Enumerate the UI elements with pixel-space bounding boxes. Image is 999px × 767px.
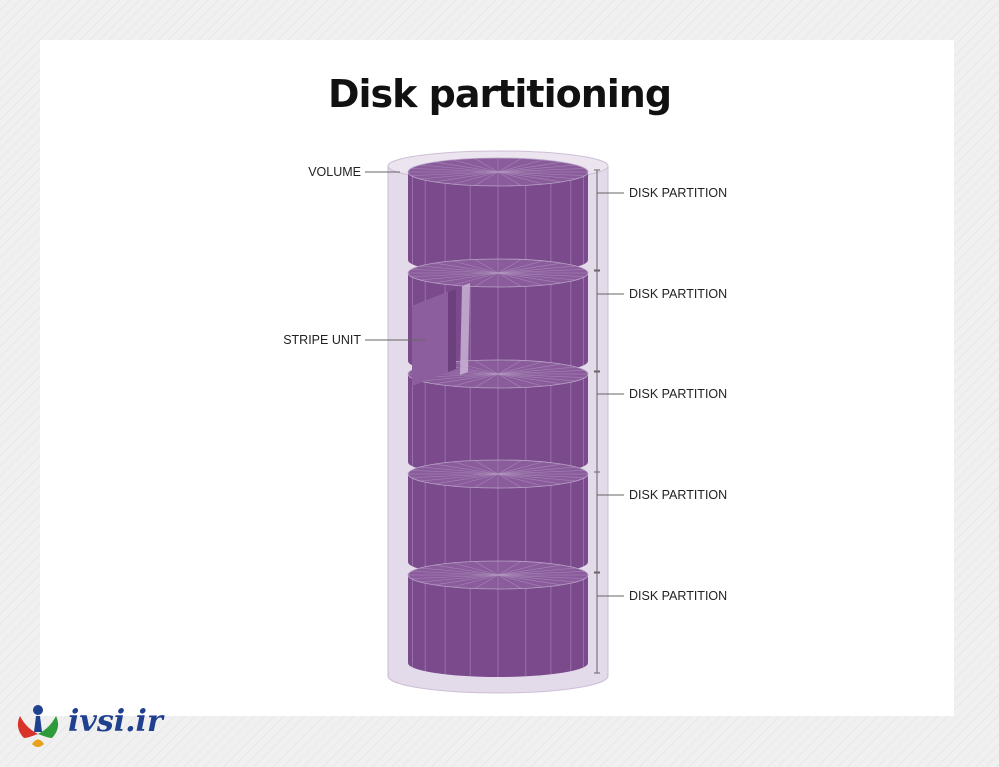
partition-label-2: DISK PARTITION: [629, 287, 727, 301]
disk-partition-4: [407, 459, 589, 576]
disk-partition-3: [407, 359, 589, 476]
watermark-text: ivsi.ir: [68, 704, 163, 739]
site-watermark: ivsi.ir: [10, 694, 180, 756]
volume-label: VOLUME: [308, 165, 361, 179]
partition-bracket-5: [594, 572, 624, 674]
stripe-unit-label: STRIPE UNIT: [283, 333, 361, 347]
partition-label-3: DISK PARTITION: [629, 387, 727, 401]
partition-label-5: DISK PARTITION: [629, 589, 727, 603]
logo-figure-icon: [17, 705, 59, 747]
partition-label-4: DISK PARTITION: [629, 488, 727, 502]
leader-lines: [365, 171, 426, 341]
partition-label-1: DISK PARTITION: [629, 186, 727, 200]
disk-partition-5: [407, 560, 589, 677]
page-title: Disk partitioning: [327, 72, 672, 116]
partition-bracket-4: [594, 471, 624, 573]
partition-bracket-1: [594, 169, 624, 271]
partition-stack: [407, 157, 589, 677]
stripe-unit-block: [412, 283, 470, 386]
partition-brackets: [594, 169, 624, 674]
partition-bracket-2: [594, 270, 624, 372]
disk-partition-1: [407, 157, 589, 274]
